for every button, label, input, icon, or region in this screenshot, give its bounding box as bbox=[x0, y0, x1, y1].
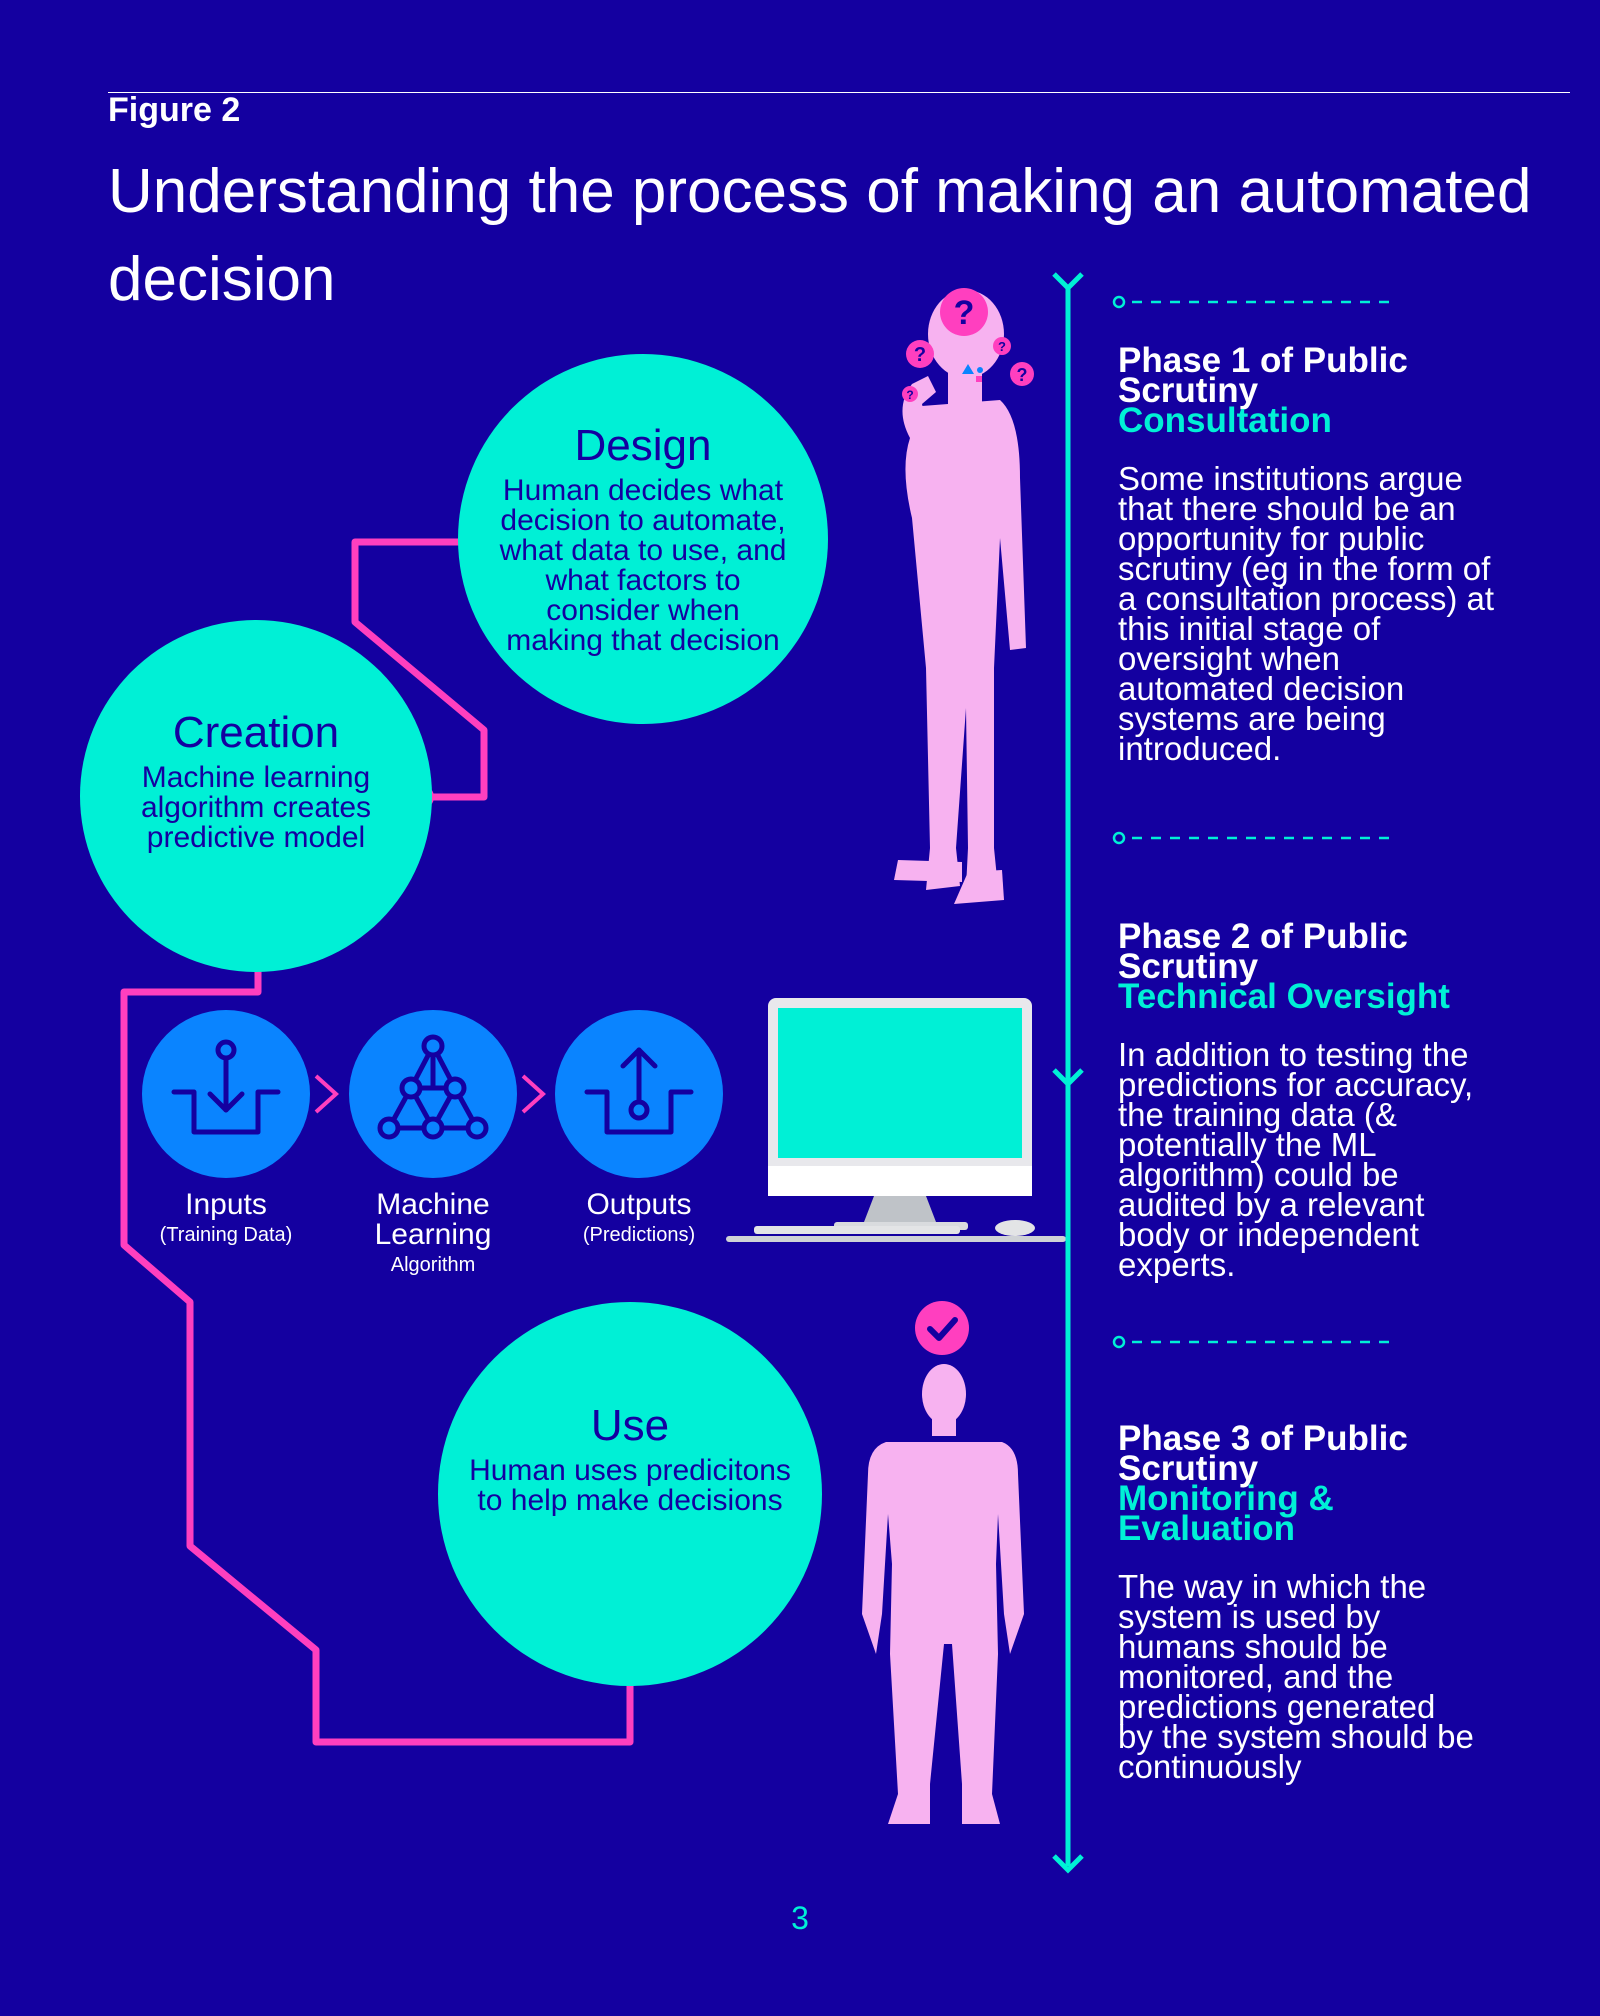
inputs-tray-icon bbox=[142, 1010, 310, 1178]
arrow-down-icon bbox=[1052, 1068, 1084, 1088]
use-heading: Use bbox=[590, 1401, 670, 1450]
phase-subtitle: Consultation bbox=[1118, 401, 1332, 440]
phase-text: In addition to testing the predictions f… bbox=[1118, 1036, 1474, 1283]
stage-main-label: Machine Learning bbox=[374, 1188, 492, 1251]
stage-sub-label: (Predictions) bbox=[582, 1224, 696, 1246]
use-body: Human uses predicitons to help make deci… bbox=[469, 1454, 791, 1517]
page-number: 3 bbox=[791, 1900, 809, 1936]
phase-3: Phase 3 of Public Scrutiny Monitoring & … bbox=[1118, 1419, 1498, 1785]
timeline-line bbox=[1052, 272, 1084, 1874]
phase-title: Phase 1 of Public Scrutiny bbox=[1118, 341, 1408, 410]
phase-2-marker bbox=[1112, 831, 1396, 845]
page-title: Understanding the process of making an a… bbox=[108, 157, 1532, 314]
phase-subtitle: Technical Oversight bbox=[1118, 977, 1450, 1016]
stage-label-outputs: Outputs (Predictions) bbox=[539, 1190, 739, 1250]
figure-label: Figure 2 bbox=[108, 91, 241, 129]
design-heading: Design bbox=[574, 421, 712, 470]
outputs-tray-icon bbox=[555, 1010, 723, 1178]
header-rule bbox=[108, 92, 1570, 93]
phase-text: Some institutions argue that there shoul… bbox=[1118, 460, 1495, 767]
standing-person-icon bbox=[862, 1364, 1024, 1824]
phase-1: Phase 1 of Public Scrutiny Consultation … bbox=[1118, 341, 1498, 767]
phase-subtitle: Monitoring & Evaluation bbox=[1118, 1479, 1334, 1548]
phase-2: Phase 2 of Public Scrutiny Technical Ove… bbox=[1118, 917, 1498, 1283]
arrow-down-icon bbox=[1052, 272, 1084, 292]
svg-text:?: ? bbox=[954, 294, 975, 332]
checkmark-icon bbox=[915, 1301, 969, 1355]
svg-text:?: ? bbox=[914, 344, 926, 366]
stage-main-label: Outputs bbox=[586, 1188, 692, 1221]
svg-text:?: ? bbox=[998, 339, 1006, 354]
network-triangle-icon bbox=[349, 1010, 517, 1178]
stage-label-ml: Machine Learning Algorithm bbox=[333, 1190, 533, 1280]
design-body: Human decides what decision to automate,… bbox=[499, 474, 787, 657]
question-marks-icon: ? ? ? ? ? bbox=[902, 288, 1034, 402]
creation-body: Machine learning algorithm creates predi… bbox=[140, 761, 372, 854]
creation-circle: Creation Machine learning algorithm crea… bbox=[80, 620, 432, 972]
svg-text:?: ? bbox=[906, 388, 913, 402]
creation-heading: Creation bbox=[172, 708, 340, 757]
use-circle: Use Human uses predicitons to help make … bbox=[438, 1302, 822, 1686]
stage-sub-label: Algorithm bbox=[390, 1254, 476, 1276]
computer-monitor-icon bbox=[726, 998, 1066, 1242]
phase-title: Phase 3 of Public Scrutiny bbox=[1118, 1419, 1408, 1488]
stage-label-inputs: Inputs (Training Data) bbox=[126, 1190, 326, 1250]
phase-3-marker bbox=[1112, 1335, 1396, 1349]
chevron-right-icon bbox=[521, 1074, 546, 1114]
stage-sub-label: (Training Data) bbox=[159, 1224, 293, 1246]
stage-main-label: Inputs bbox=[185, 1188, 267, 1221]
phase-text: The way in which the system is used by h… bbox=[1118, 1568, 1474, 1785]
arrow-down-icon bbox=[1052, 1854, 1084, 1874]
design-circle: Design Human decides what decision to au… bbox=[458, 354, 828, 724]
phase-title: Phase 2 of Public Scrutiny bbox=[1118, 917, 1408, 986]
phase-1-marker bbox=[1112, 295, 1396, 309]
svg-text:?: ? bbox=[1017, 365, 1028, 385]
chevron-right-icon bbox=[314, 1074, 339, 1114]
